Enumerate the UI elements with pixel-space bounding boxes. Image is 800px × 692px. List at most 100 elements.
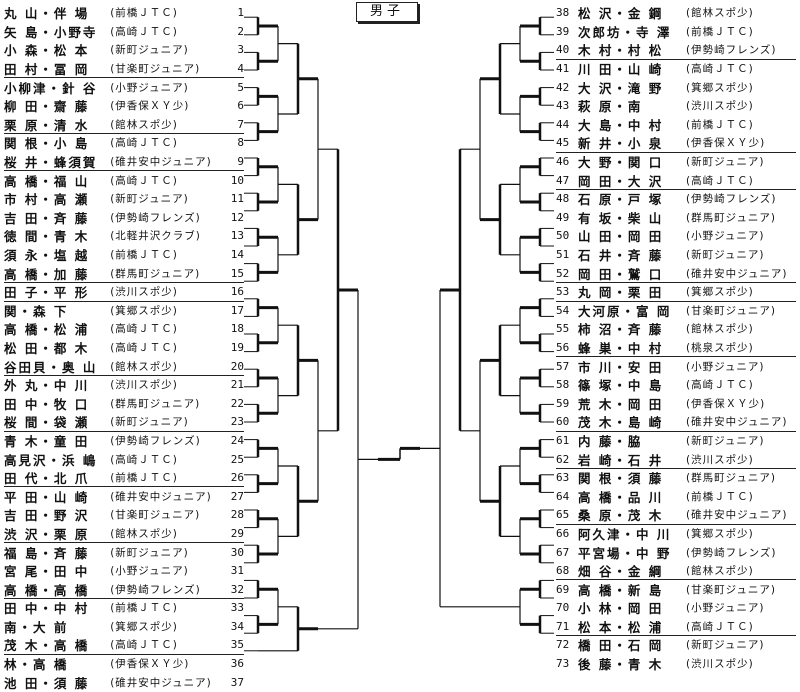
seed-number: 50 — [556, 229, 570, 243]
seed-number: 41 — [556, 62, 570, 76]
entry-row: 阿久津・中 川(箕郷スポ少)66 — [556, 525, 796, 544]
entry-row: 田 代・北 爪(前橋ＪＴＣ)26 — [4, 469, 244, 488]
seed-number: 48 — [556, 192, 570, 206]
player-pair: 桑 原・茂 木 — [578, 508, 664, 524]
seed-number: 73 — [556, 657, 570, 671]
player-pair: 小柳津・針 谷 — [4, 80, 98, 96]
seed-number: 53 — [556, 285, 570, 299]
player-pair: 石 原・戸 塚 — [578, 192, 664, 208]
seed-number: 14 — [230, 248, 245, 262]
player-pair: 蜂 巣・中 村 — [578, 340, 664, 356]
club-name: (伊香保ＸＹ少) — [686, 137, 766, 150]
player-pair: 大 沢・滝 野 — [578, 80, 664, 96]
seed-number: 47 — [556, 173, 570, 187]
club-name: (碓井安中ジュニア) — [110, 156, 212, 169]
entry-row: 関 根・小 島(高崎ＪＴＣ)8 — [4, 134, 244, 153]
seed-number: 9 — [237, 155, 245, 169]
entry-row: 萩 原・南(渋川スポ少)43 — [556, 97, 796, 116]
seed-number: 32 — [230, 582, 245, 596]
club-name: (渋川スポ少) — [110, 286, 178, 299]
seed-number: 60 — [556, 415, 570, 429]
club-name: (新町ジュニア) — [110, 416, 189, 429]
club-name: (碓井安中ジュニア) — [110, 490, 212, 503]
player-pair: 阿久津・中 川 — [578, 526, 672, 542]
entry-row: 川 田・山 崎(高崎ＪＴＣ)41 — [556, 60, 796, 79]
club-name: (高崎ＪＴＣ) — [686, 379, 754, 392]
player-pair: 青 木・童 田 — [4, 433, 90, 449]
seed-number: 58 — [556, 378, 570, 392]
club-name: (群馬町ジュニア) — [686, 472, 776, 485]
entry-row: 後 藤・青 木(渋川スポ少)73 — [556, 655, 796, 674]
seed-number: 4 — [237, 62, 245, 76]
seed-number: 25 — [230, 452, 245, 466]
entry-row: 関・森 下(箕郷スポ少)17 — [4, 302, 244, 321]
club-name: (高崎ＪＴＣ) — [110, 137, 178, 150]
entry-row: 山 田・岡 田(小野ジュニア)50 — [556, 227, 796, 246]
club-name: (館林スポ少) — [686, 565, 754, 578]
seed-number: 24 — [230, 433, 245, 447]
seed-number: 26 — [230, 471, 245, 485]
seed-number: 5 — [237, 80, 245, 94]
club-name: (新町ジュニア) — [110, 44, 189, 57]
entry-row: 石 井・斉 藤(新町ジュニア)51 — [556, 246, 796, 265]
player-pair: 桜 井・蜂須賀 — [4, 155, 98, 171]
player-pair: 荒 木・岡 田 — [578, 396, 664, 412]
seed-number: 66 — [556, 526, 570, 540]
club-name: (前橋ＪＴＣ) — [110, 472, 178, 485]
club-name: (高崎ＪＴＣ) — [110, 639, 178, 652]
club-name: (伊香保ＸＹ少) — [686, 397, 766, 410]
seed-number: 35 — [230, 638, 245, 652]
entry-row: 田 中・中 村(前橋ＪＴＣ)33 — [4, 599, 244, 618]
entry-row: 関 根・須 藤(群馬町ジュニア)63 — [556, 469, 796, 488]
entry-row: 篠 塚・中 島(高崎ＪＴＣ)58 — [556, 376, 796, 395]
club-name: (碓井安中ジュニア) — [686, 267, 788, 280]
player-pair: 栗 原・清 水 — [4, 117, 90, 133]
club-name: (伊勢崎フレンズ) — [686, 546, 777, 559]
player-pair: 関 根・須 藤 — [578, 471, 664, 487]
entry-row: 内 藤・脇(新町ジュニア)61 — [556, 432, 796, 451]
seed-number: 8 — [237, 136, 245, 150]
club-name: (箕郷スポ少) — [110, 620, 178, 633]
club-name: (伊勢崎フレンズ) — [110, 434, 201, 447]
club-name: (新町ジュニア) — [686, 639, 765, 652]
player-pair: 高 橋・高 橋 — [4, 582, 90, 598]
entry-row: 松 本・松 浦(高崎ＪＴＣ)71 — [556, 618, 796, 637]
seed-number: 71 — [556, 619, 570, 633]
player-pair: 大河原・富 岡 — [578, 303, 672, 319]
entry-row: 徳 間・青 木(北軽井沢クラブ)13 — [4, 227, 244, 246]
entry-row: 木 村・村 松(伊勢崎フレンズ)40 — [556, 41, 796, 60]
club-name: (高崎ＪＴＣ) — [110, 25, 178, 38]
entry-row: 平 田・山 崎(碓井安中ジュニア)27 — [4, 487, 244, 506]
entry-row: 高 橋・福 山(高崎ＪＴＣ)10 — [4, 171, 244, 190]
entry-row: 荒 木・岡 田(伊香保ＸＹ少)59 — [556, 394, 796, 413]
player-pair: 内 藤・脇 — [578, 433, 643, 449]
club-name: (館林スポ少) — [110, 118, 178, 131]
seed-number: 54 — [556, 303, 570, 317]
club-name: (高崎ＪＴＣ) — [686, 63, 754, 76]
club-name: (小野ジュニア) — [686, 360, 765, 373]
entry-row: 有 坂・柴 山(群馬町ジュニア)49 — [556, 209, 796, 228]
entry-row: 大 島・中 村(前橋ＪＴＣ)44 — [556, 116, 796, 135]
entry-row: 橋 田・石 岡(新町ジュニア)72 — [556, 636, 796, 655]
seed-number: 61 — [556, 433, 570, 447]
club-name: (前橋ＪＴＣ) — [686, 118, 754, 131]
entry-row: 岡 田・大 沢(高崎ＪＴＣ)47 — [556, 171, 796, 190]
player-pair: 有 坂・柴 山 — [578, 210, 664, 226]
entry-row: 須 永・塩 越(前橋ＪＴＣ)14 — [4, 246, 244, 265]
club-name: (伊香保ＸＹ少) — [110, 100, 190, 113]
player-pair: 畑 谷・金 綱 — [578, 564, 664, 580]
club-name: (小野ジュニア) — [686, 230, 765, 243]
club-name: (前橋ＪＴＣ) — [110, 602, 178, 615]
entry-row: 柳 田・齋 藤(伊香保ＸＹ少)6 — [4, 97, 244, 116]
player-pair: 小 林・岡 田 — [578, 601, 664, 617]
entry-row: 石 原・戸 塚(伊勢崎フレンズ)48 — [556, 190, 796, 209]
club-name: (小野ジュニア) — [686, 602, 765, 615]
club-name: (甘楽町ジュニア) — [686, 583, 776, 596]
seed-number: 38 — [556, 6, 570, 20]
club-name: (高崎ＪＴＣ) — [110, 341, 178, 354]
entry-row: 桜 井・蜂須賀 (碓井安中ジュニア) 9 — [4, 153, 244, 172]
club-name: (渋川スポ少) — [686, 100, 754, 113]
entry-row: 丸 山・伴 場(前橋ＪＴＣ)1 — [4, 4, 244, 23]
entry-row: 高 橋・加 藤(群馬町ジュニア)15 — [4, 264, 244, 283]
seed-number: 49 — [556, 210, 570, 224]
